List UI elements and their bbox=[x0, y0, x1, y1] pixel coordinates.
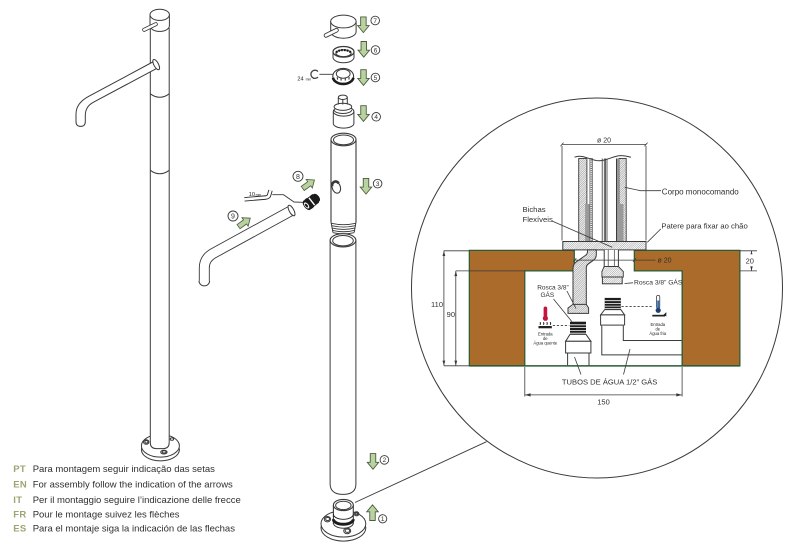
svg-text:6: 6 bbox=[374, 47, 378, 54]
svg-text:9: 9 bbox=[231, 214, 235, 221]
svg-text:Bichas: Bichas bbox=[523, 205, 546, 214]
svg-text:Corpo monocomando: Corpo monocomando bbox=[662, 188, 739, 197]
svg-text:FR: FR bbox=[13, 510, 26, 521]
svg-text:3: 3 bbox=[376, 181, 380, 188]
svg-text:Rosca 3/8”: Rosca 3/8” bbox=[537, 284, 568, 291]
svg-text:Água fria: Água fria bbox=[649, 331, 666, 336]
svg-text:Entrada: Entrada bbox=[650, 322, 665, 327]
svg-text:Rosca 3/8” GÁS: Rosca 3/8” GÁS bbox=[634, 278, 683, 287]
svg-text:4: 4 bbox=[374, 114, 378, 121]
svg-text:ø 20: ø 20 bbox=[597, 137, 611, 144]
svg-text:de: de bbox=[655, 326, 660, 331]
svg-text:Per il montaggio seguire l’ind: Per il montaggio seguire l’indicazione d… bbox=[33, 495, 241, 506]
svg-text:2: 2 bbox=[383, 457, 387, 464]
svg-text:110: 110 bbox=[431, 300, 443, 309]
svg-text:ø 20: ø 20 bbox=[658, 258, 672, 265]
svg-text:5: 5 bbox=[374, 75, 378, 82]
svg-text:IT: IT bbox=[13, 495, 22, 506]
svg-text:Flexíveis: Flexíveis bbox=[523, 215, 553, 224]
svg-text:Para el montaje siga la indica: Para el montaje siga la indicación de la… bbox=[33, 524, 236, 535]
svg-text:20: 20 bbox=[746, 257, 754, 266]
svg-text:24: 24 bbox=[297, 76, 303, 82]
svg-text:Patere para fixar ao chão: Patere para fixar ao chão bbox=[661, 222, 747, 231]
svg-text:Pour le montage suivez les flè: Pour le montage suivez les flèches bbox=[33, 510, 180, 521]
svg-text:150: 150 bbox=[597, 397, 610, 406]
svg-text:10: 10 bbox=[249, 192, 255, 198]
svg-text:de: de bbox=[543, 336, 548, 341]
svg-text:Para montagem seguir indicação: Para montagem seguir indicação das setas bbox=[33, 464, 215, 475]
svg-text:8: 8 bbox=[296, 174, 300, 181]
svg-text:GÁS: GÁS bbox=[541, 290, 555, 299]
svg-text:90: 90 bbox=[447, 310, 455, 319]
svg-text:For assembly follow the indica: For assembly follow the indication of th… bbox=[33, 480, 233, 491]
svg-text:7: 7 bbox=[373, 18, 377, 25]
svg-text:1: 1 bbox=[381, 516, 385, 523]
svg-text:mm: mm bbox=[306, 77, 312, 81]
svg-text:mm: mm bbox=[256, 193, 262, 197]
svg-text:EN: EN bbox=[13, 480, 27, 491]
svg-text:Água quente: Água quente bbox=[533, 340, 557, 345]
svg-text:ES: ES bbox=[13, 524, 26, 535]
svg-text:PT: PT bbox=[13, 464, 26, 475]
svg-text:TUBOS DE ÁGUA 1/2” GÁS: TUBOS DE ÁGUA 1/2” GÁS bbox=[562, 377, 657, 386]
svg-text:Entrada: Entrada bbox=[538, 331, 553, 336]
